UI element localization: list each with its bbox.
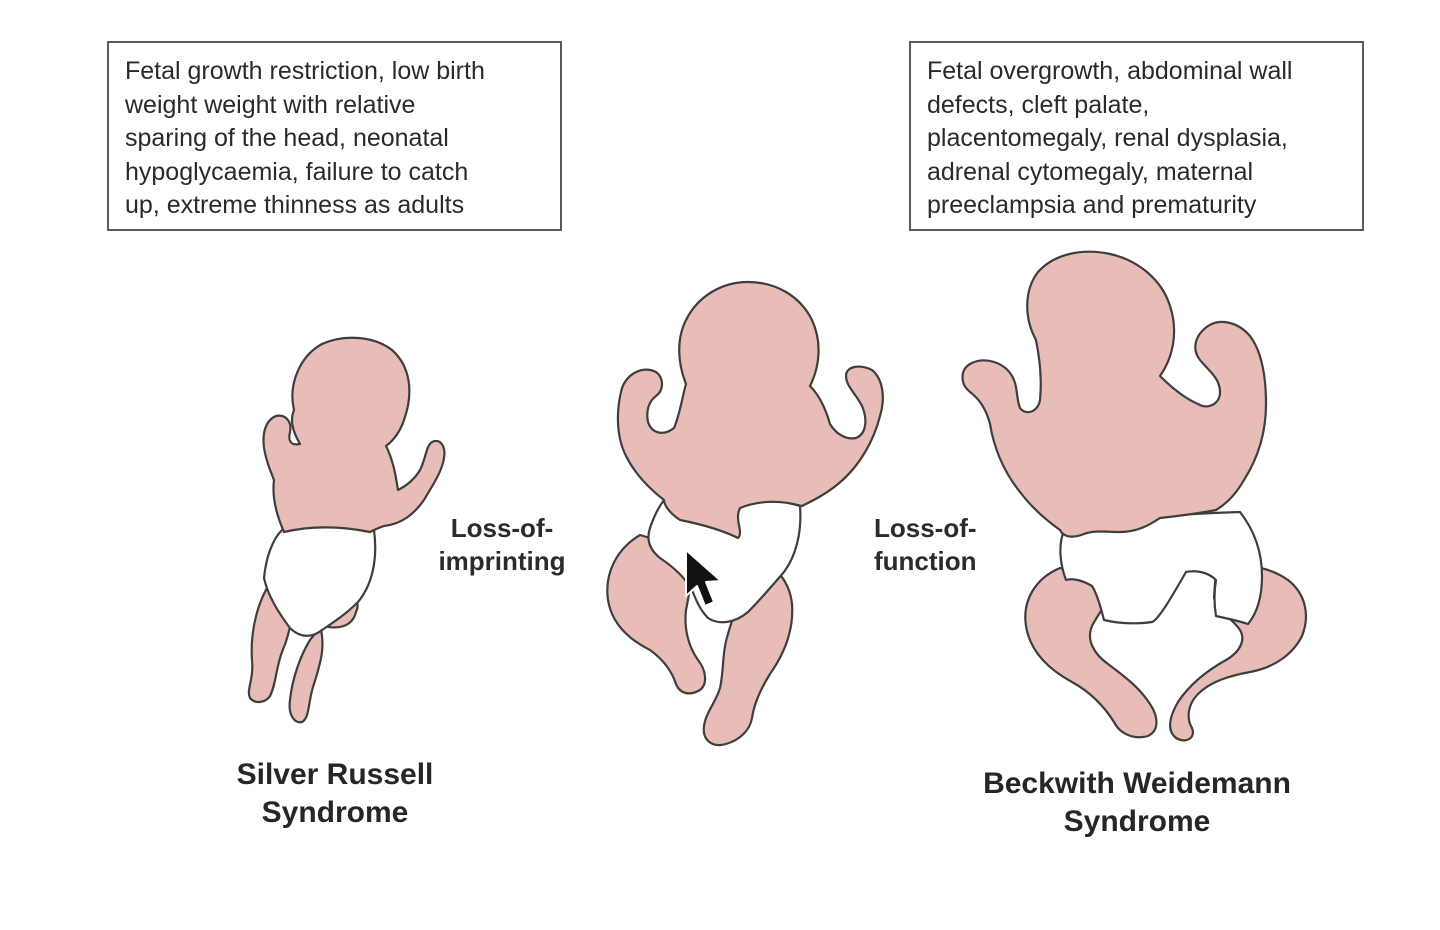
- feature-line: weight weight with relative: [125, 90, 416, 119]
- arrow-label-line: Loss-of-: [450, 513, 554, 543]
- large-baby-diaper: [1059, 510, 1264, 626]
- large-baby-right-leg: [1169, 564, 1308, 742]
- large-baby-illustration: [961, 250, 1308, 742]
- beckwith-weidemann-features-box: Fetal overgrowth, abdominal wall defects…: [909, 41, 1364, 231]
- arrow-label-line: function: [874, 546, 977, 576]
- syndrome-label-line: Syndrome: [1063, 805, 1211, 838]
- feature-line: sparing of the head, neonatal: [125, 124, 449, 152]
- normal-baby-illustration: [606, 280, 884, 747]
- feature-line: up, extreme thinness as adults: [125, 191, 465, 219]
- feature-line: Fetal growth restriction, low birth: [125, 57, 485, 85]
- normal-baby-right-leg: [702, 558, 794, 747]
- large-baby-left-leg: [1024, 566, 1158, 739]
- small-baby-body: [262, 336, 446, 534]
- mouse-pointer-icon: [685, 549, 722, 607]
- large-baby-body: [961, 250, 1268, 538]
- syndrome-label-line: Beckwith Weidemann: [983, 767, 1291, 800]
- feature-line: defects, cleft palate,: [927, 90, 1150, 119]
- silver-russell-syndrome-label: Silver Russell Syndrome: [185, 756, 485, 832]
- small-baby-illustration: [247, 336, 446, 724]
- feature-line: preeclampsia and prematurity: [927, 191, 1257, 219]
- feature-line: adrenal cytomegaly, maternal: [927, 157, 1254, 186]
- small-baby-right-leg: [288, 596, 359, 724]
- feature-line: Fetal overgrowth, abdominal wall: [927, 57, 1293, 85]
- syndrome-label-line: Silver Russell: [236, 758, 434, 791]
- beckwith-weidemann-syndrome-label: Beckwith Weidemann Syndrome: [947, 765, 1327, 841]
- syndrome-label-line: Syndrome: [261, 796, 409, 829]
- feature-line: placentomegaly, renal dysplasia,: [927, 124, 1288, 152]
- normal-baby-body: [616, 280, 884, 540]
- feature-line: hypoglycaemia, failure to catch: [125, 157, 469, 186]
- arrow-label-line: Loss-of-: [874, 513, 977, 543]
- arrow-label-line: imprinting: [438, 546, 566, 576]
- silver-russell-features-box: Fetal growth restriction, low birth weig…: [107, 41, 562, 231]
- loss-of-function-label: Loss-of- function: [874, 512, 1004, 578]
- loss-of-imprinting-label: Loss-of- imprinting: [432, 512, 572, 578]
